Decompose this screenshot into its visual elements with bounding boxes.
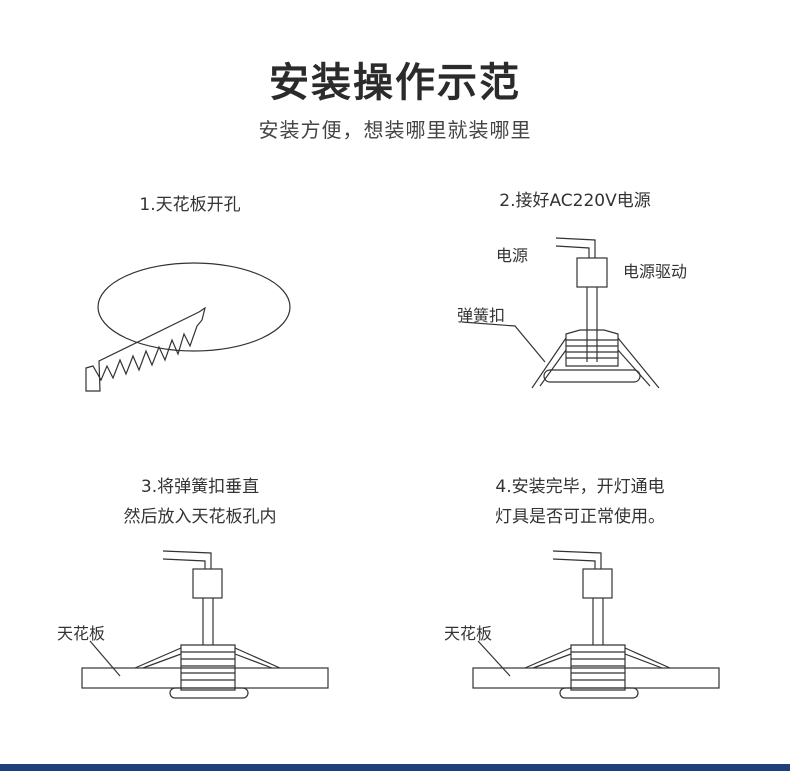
ceiling-hole-outline [97,262,291,352]
bottom-accent-bar [0,764,790,771]
page-subtitle: 安装方便，想装哪里就装哪里 [258,118,532,142]
spring-clip-4-left [524,647,572,669]
spring-clip-leader-line [461,321,546,363]
lamp-trim [543,369,641,383]
spring-clip-3-right [234,647,281,669]
spring-clip-4-right [624,647,671,669]
step-4-line-2: 灯具是否可正常使用。 [495,507,665,527]
page-title: 安装操作示范 [269,60,521,106]
wire-3a [162,550,212,569]
step-1-caption: 1.天花板开孔 [90,190,290,220]
lamp-body-3 [180,644,236,691]
step-1-figure [85,262,291,392]
ceiling-board-3 [81,667,329,689]
wire-4a [552,550,602,569]
driver-box-4 [582,568,613,599]
step-4-line-1: 4.安装完毕，开灯通电 [495,477,665,497]
label-ceiling-step-3: 天花板 [57,624,106,643]
driver-box [576,257,608,288]
power-wire-2 [555,245,590,258]
step-4-figure [472,550,720,699]
spring-clip-3-left [134,647,182,669]
spring-clip-left [531,337,567,389]
spring-clip-right [617,337,660,389]
step-3-figure [81,550,329,699]
ceiling-leader-line-4 [477,640,511,677]
lamp-body [565,329,619,367]
label-driver: 电源驱动 [623,262,688,281]
step-3-line-1: 3.将弹簧扣垂直 [140,477,260,497]
step-2-line-1: 2.接好AC220V电源 [499,191,651,211]
driver-box-3 [192,568,223,599]
lamp-trim-4 [559,687,639,699]
label-power: 电源 [496,246,529,265]
step-2-figure [461,237,660,389]
lamp-body-4 [570,644,626,691]
step-2-caption: 2.接好AC220V电源 [470,186,680,216]
wire-4b [552,558,596,569]
saw-icon [85,306,206,392]
wire-3b [162,558,206,569]
ceiling-leader-line-3 [89,640,121,677]
lamp-trim-3 [169,687,249,699]
label-ceiling-step-4: 天花板 [444,624,493,643]
step-4-caption: 4.安装完毕，开灯通电 灯具是否可正常使用。 [450,472,710,532]
step-3-line-2: 然后放入天花板孔内 [123,507,277,527]
step-1-line-1: 1.天花板开孔 [139,195,241,215]
ceiling-board-4 [472,667,720,689]
label-spring-clip: 弹簧扣 [457,306,506,325]
power-wire-1 [555,237,596,258]
step-3-caption: 3.将弹簧扣垂直 然后放入天花板孔内 [80,472,320,532]
